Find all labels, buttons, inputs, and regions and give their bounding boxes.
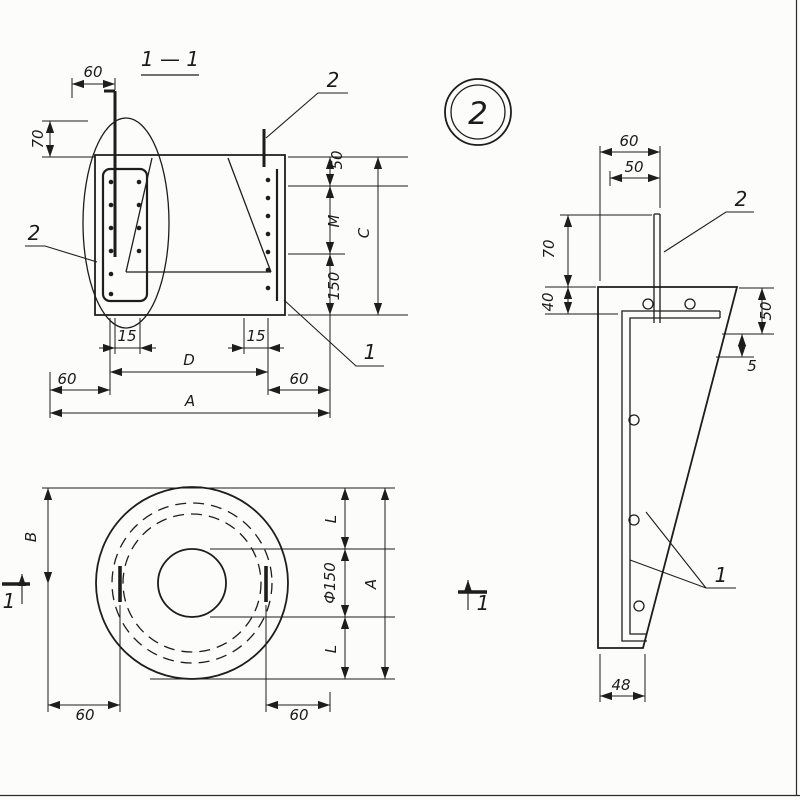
dim-text-side-50-right: 50 xyxy=(757,301,775,320)
detail-label: 2 xyxy=(468,96,488,132)
callout-bar-2: 2 xyxy=(265,68,348,139)
dim-text-side-50-top: 50 xyxy=(624,158,643,176)
dim-text-plan-60-left: 60 xyxy=(75,706,94,724)
plan-outer-circle xyxy=(95,486,289,680)
side-callout-text-2: 2 xyxy=(735,187,748,211)
bar-section-circles xyxy=(628,298,696,612)
dim-text-A: A xyxy=(184,392,195,410)
dim-text-dia: Ф150 xyxy=(321,562,339,604)
detail-circle-inner xyxy=(450,84,506,140)
detail-ellipse xyxy=(82,117,170,329)
section-view-1-1: 1 — 1 xyxy=(25,47,408,418)
callout-text-1: 1 xyxy=(364,340,377,364)
embedded-plate xyxy=(621,310,721,642)
cut-mark-right: 1 xyxy=(458,580,489,615)
dim-text-C: C xyxy=(355,227,373,238)
plan-extension-lines xyxy=(42,487,395,712)
callout-stirrup-2: 2 xyxy=(25,221,98,263)
dim-text-plan-60-right: 60 xyxy=(289,706,308,724)
detail-circle-outer xyxy=(444,78,512,146)
plan-dashed-circle-outer xyxy=(111,502,273,664)
dim-text-M: M xyxy=(325,214,343,227)
cut-mark-left: 1 xyxy=(2,574,30,613)
callout-text-2-left: 2 xyxy=(28,221,41,245)
dim-text-15-right: 15 xyxy=(246,327,265,345)
bracket-outline xyxy=(597,286,739,649)
dim-text-side-48: 48 xyxy=(611,676,630,694)
section-title: 1 — 1 xyxy=(141,47,199,71)
dim-text-15-left: 15 xyxy=(117,327,136,345)
dim-text-50: 50 xyxy=(328,150,346,169)
cut-label-left: 1 xyxy=(3,589,16,613)
dim-text-D: D xyxy=(183,351,195,369)
side-view: 60 50 70 40 50 5 48 2 1 xyxy=(539,132,775,702)
dim-text-hook60: 60 xyxy=(83,63,102,81)
cut-label-right: 1 xyxy=(477,591,490,615)
side-callout-text-1: 1 xyxy=(715,563,728,587)
dim-text-L-top: L xyxy=(322,515,340,523)
plan-view: 1 1 B L Ф150 L A 60 60 xyxy=(2,486,489,724)
plan-dashed-circle-inner xyxy=(122,513,262,653)
dim-text-B: B xyxy=(22,532,40,542)
dim-text-side-60: 60 xyxy=(619,132,638,150)
dim-text-60-left: 60 xyxy=(57,370,76,388)
dim-text-150: 150 xyxy=(325,272,343,301)
side-callout-2: 2 xyxy=(663,187,754,253)
dim-text-70: 70 xyxy=(29,129,47,148)
dim-text-side-70: 70 xyxy=(540,239,558,258)
hooked-bar xyxy=(104,89,117,257)
rebar-dots xyxy=(108,177,271,297)
callout-edge-1: 1 xyxy=(283,299,384,367)
dim-text-side-5: 5 xyxy=(747,357,757,375)
section-extension-lines xyxy=(42,78,408,418)
dim-text-60-right: 60 xyxy=(289,370,308,388)
stirrup-left xyxy=(101,167,149,303)
dim-text-plan-A: A xyxy=(362,579,380,590)
anchor-bar xyxy=(653,213,661,323)
dim-text-side-40: 40 xyxy=(539,292,557,311)
side-callout-1: 1 xyxy=(629,511,736,589)
detail-marker: 2 xyxy=(444,78,512,146)
callout-text-2-top: 2 xyxy=(327,68,340,92)
dim-text-L-bottom: L xyxy=(322,645,340,653)
plan-hole-circle xyxy=(157,548,227,618)
